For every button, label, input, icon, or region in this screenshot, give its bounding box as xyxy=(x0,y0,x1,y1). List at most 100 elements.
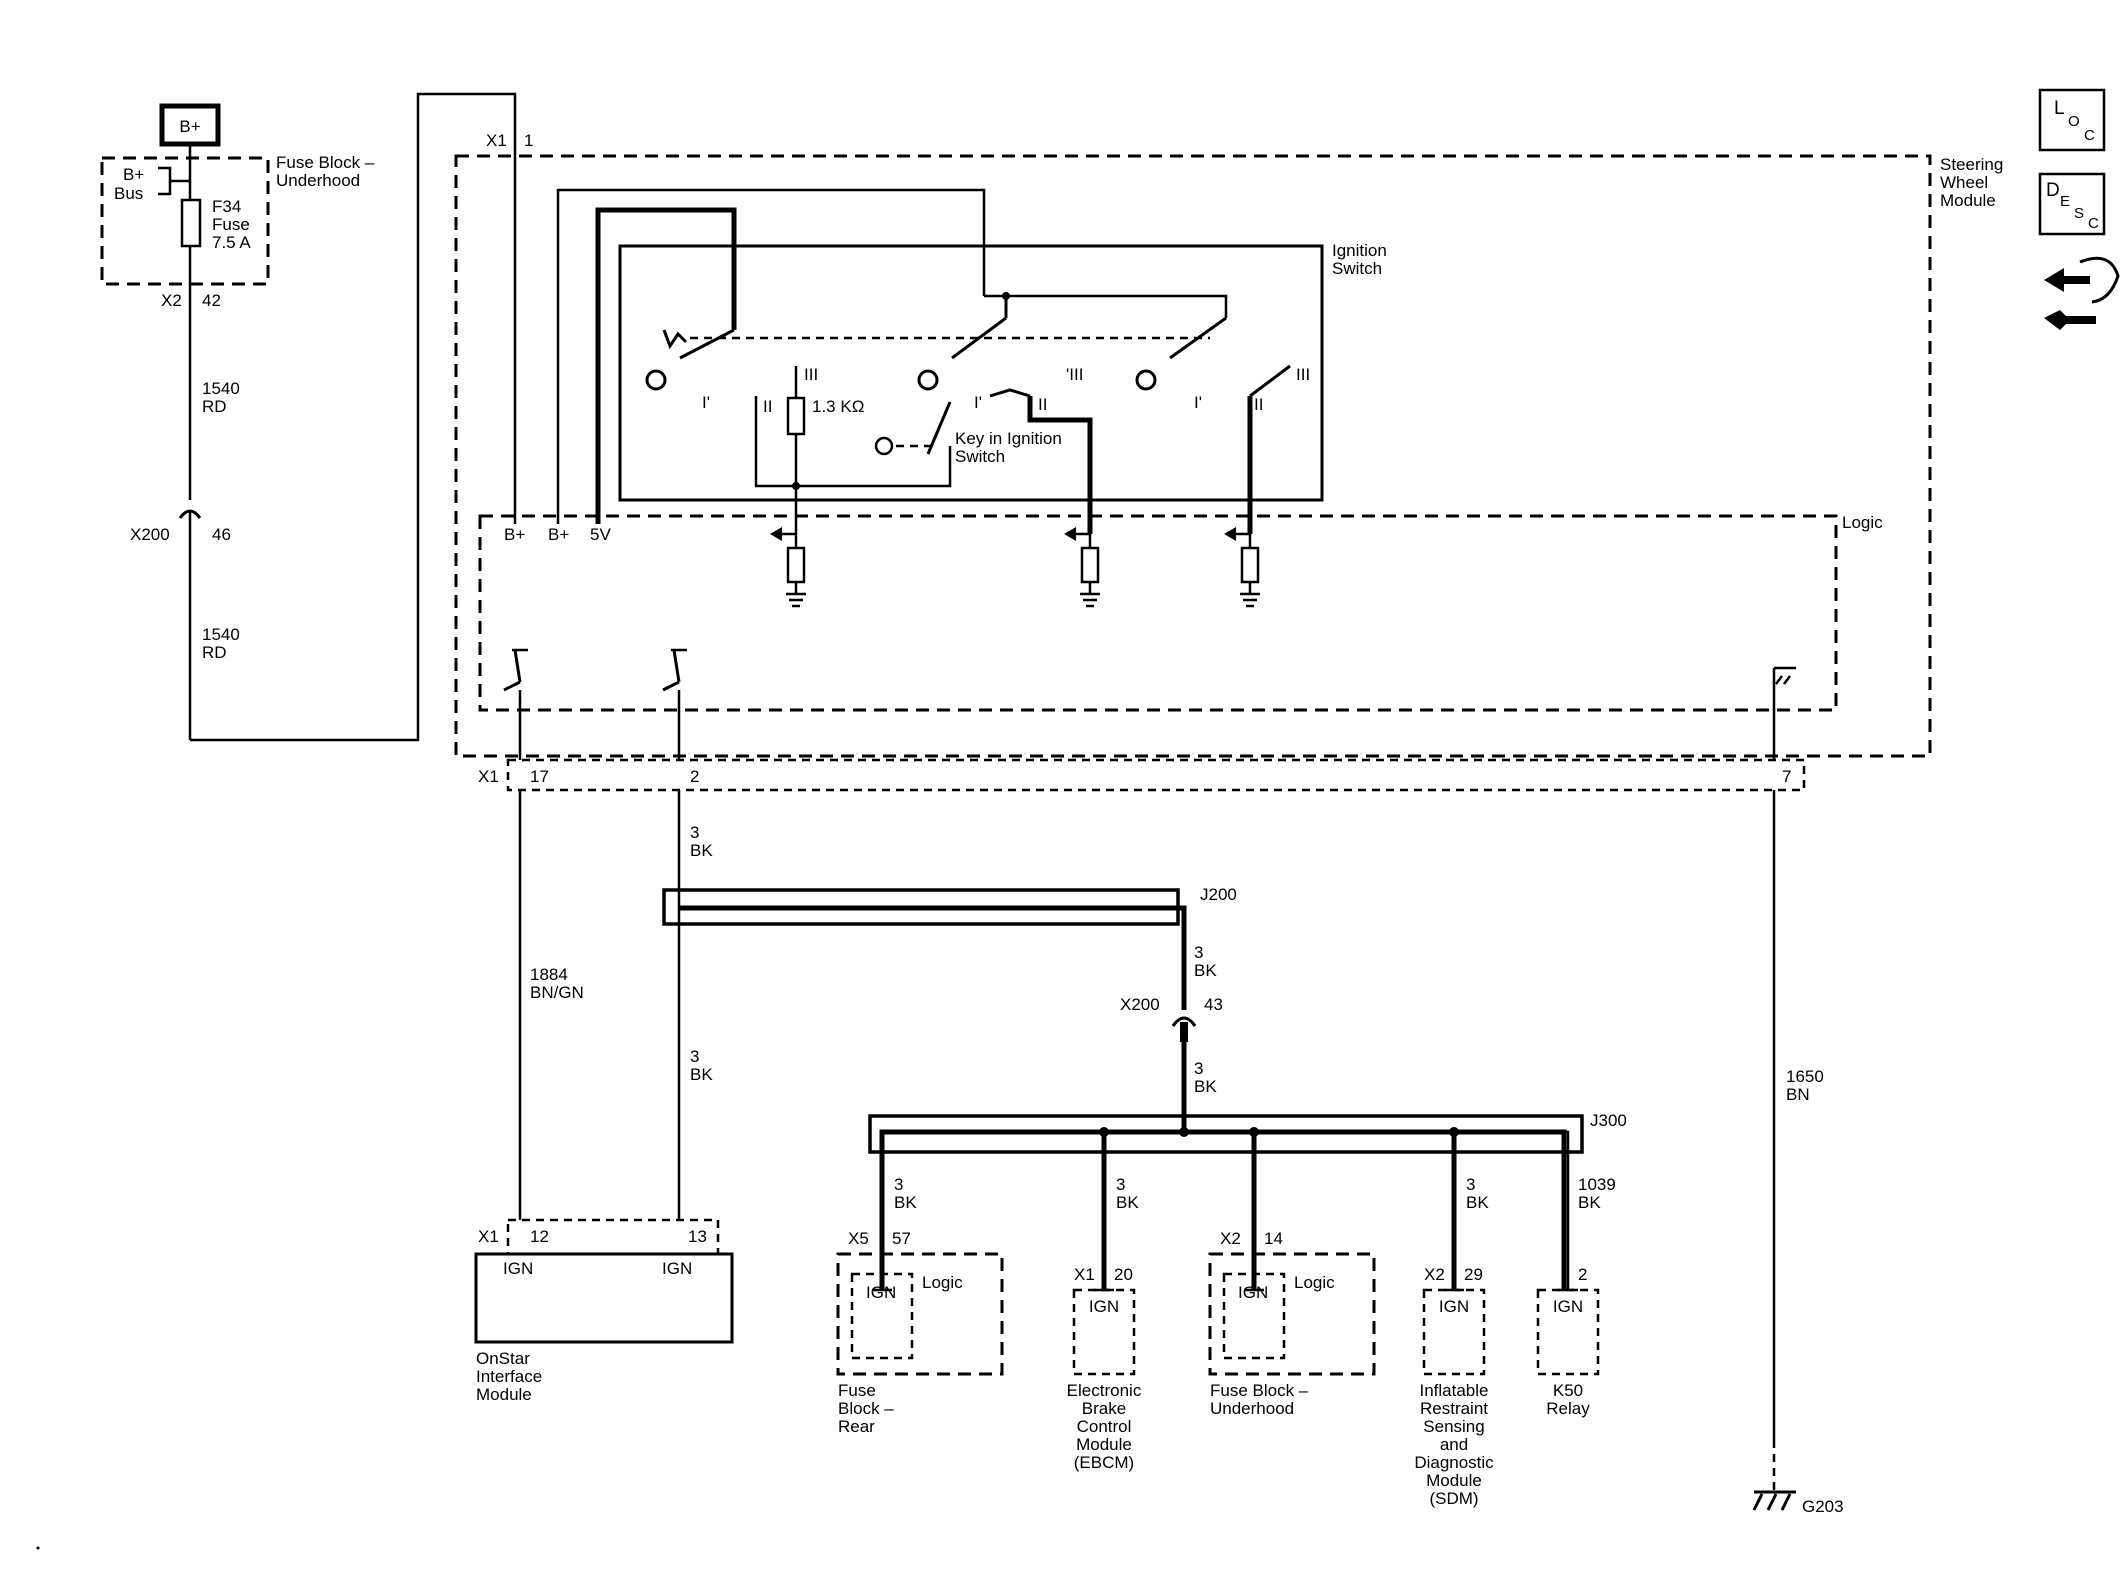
svg-text:E: E xyxy=(2060,193,2070,210)
fbr-logic: Logic xyxy=(922,1273,963,1292)
k50-name-2: Relay xyxy=(1546,1399,1590,1418)
fuse-block-underhood-load xyxy=(1208,1252,1376,1376)
onstar-connector: X1 xyxy=(478,1227,499,1246)
wire-3bk-ebcm-color: BK xyxy=(1116,1193,1139,1212)
ebcm-name-4: Module xyxy=(1076,1435,1132,1454)
switch-contact-3-icon xyxy=(1135,369,1157,391)
x200-lower-name: X200 xyxy=(1120,995,1160,1014)
svg-text:S: S xyxy=(2074,205,2084,222)
fuse-block-underhood-title-2: Underhood xyxy=(276,171,360,190)
swm-x1-bottom-connector xyxy=(506,758,1806,792)
ebcm-connector: X1 xyxy=(1074,1265,1095,1284)
onstar-name-2: Interface xyxy=(476,1367,542,1386)
j300-splice-box xyxy=(868,1114,1584,1154)
sdm-name-2: Restraint xyxy=(1420,1399,1488,1418)
wire-3bk-fbr-color: BK xyxy=(894,1193,917,1212)
pos-label-9: III xyxy=(1296,365,1310,384)
wire-3bk-fbr-circuit: 3 xyxy=(894,1175,903,1194)
x200-upper-pin: 46 xyxy=(212,525,231,544)
ebcm-name-1: Electronic xyxy=(1067,1381,1142,1400)
onstar-pin-13: 13 xyxy=(688,1227,707,1246)
location-icon[interactable]: L O C xyxy=(2038,88,2106,152)
fbr-name-1: Fuse xyxy=(838,1381,876,1400)
x200-lower-connector-icon xyxy=(1171,1016,1197,1027)
ebcm-name-5: (EBCM) xyxy=(1074,1453,1134,1472)
logic-input-bplus-1: B+ xyxy=(504,525,525,544)
fuse-name: F34 xyxy=(212,197,241,216)
onstar-ign-1: IGN xyxy=(503,1259,533,1278)
wire-3bk-ebcm-circuit: 3 xyxy=(1116,1175,1125,1194)
onstar-ign-2: IGN xyxy=(662,1259,692,1278)
input-sense-2 xyxy=(1064,527,1100,608)
description-icon[interactable]: D E S C xyxy=(2038,172,2106,236)
fuse-rating: 7.5 A xyxy=(212,233,251,252)
ebcm-pin: 20 xyxy=(1114,1265,1133,1284)
k50-name-1: K50 xyxy=(1553,1381,1583,1400)
swm-title-1: Steering xyxy=(1940,155,2003,174)
sdm-load xyxy=(1422,1288,1486,1376)
ebcm-ign: IGN xyxy=(1089,1297,1119,1316)
ignition-switch-title-2: Switch xyxy=(1332,259,1382,278)
sdm-name-3: Sensing xyxy=(1423,1417,1484,1436)
output-switch-2-icon xyxy=(662,648,687,760)
svg-text:C: C xyxy=(2088,215,2099,232)
sdm-name-7: (SDM) xyxy=(1429,1489,1478,1508)
output-switch-1-icon xyxy=(503,648,528,760)
wire-3bk-b-circuit: 3 xyxy=(690,1047,699,1066)
wire-3bk-a-circuit: 3 xyxy=(690,823,699,842)
onstar-pin-12: 12 xyxy=(530,1227,549,1246)
ground-label: G203 xyxy=(1802,1497,1844,1516)
wire-3bk-d-circuit: 3 xyxy=(1194,1059,1203,1078)
fbu-logic: Logic xyxy=(1294,1273,1335,1292)
wire-1650-color: BN xyxy=(1786,1085,1810,1104)
fbr-name-2: Block – xyxy=(838,1399,894,1418)
wire-3bk-a-color: BK xyxy=(690,841,713,860)
k50-pin: 2 xyxy=(1578,1265,1587,1284)
svg-text:D: D xyxy=(2046,180,2060,201)
wire-3bk-c-circuit: 3 xyxy=(1194,943,1203,962)
wire-1540-color-b: RD xyxy=(202,643,227,662)
wire-3bk-c-color: BK xyxy=(1194,961,1217,980)
svg-text:O: O xyxy=(2068,113,2080,130)
key-switch-contact-icon xyxy=(874,436,894,456)
ground-g203-icon xyxy=(1752,1490,1796,1511)
onstar-name-1: OnStar xyxy=(476,1349,530,1368)
fuse-block-rear-load xyxy=(836,1252,1004,1376)
wire-3bk-b-color: BK xyxy=(690,1065,713,1084)
fbu-pin: 14 xyxy=(1264,1229,1283,1248)
wire-1039-circuit: 1039 xyxy=(1578,1175,1616,1194)
steering-wheel-module-box xyxy=(454,154,1932,758)
fuse-label: Fuse xyxy=(212,215,250,234)
wire-1540-circuit-a: 1540 xyxy=(202,379,240,398)
wire-1650-circuit: 1650 xyxy=(1786,1067,1824,1086)
sdm-name-5: Diagnostic xyxy=(1414,1453,1494,1472)
pos-label-3: III xyxy=(804,365,818,384)
swm-title-3: Module xyxy=(1940,191,1996,210)
onstar-module-box xyxy=(474,1252,734,1344)
fbu-name-2: Underhood xyxy=(1210,1399,1294,1418)
j300-label: J300 xyxy=(1590,1111,1627,1130)
x2-connector-label: X2 xyxy=(161,291,182,310)
swm-logic-label: Logic xyxy=(1842,513,1883,532)
pos-label-2: II xyxy=(763,397,772,416)
fbu-connector: X2 xyxy=(1220,1229,1241,1248)
ebcm-load xyxy=(1072,1288,1136,1376)
wire-1039-color: BK xyxy=(1578,1193,1601,1212)
logic-ground-icon xyxy=(1772,666,1796,760)
b-plus-label: B+ xyxy=(179,117,200,136)
fbu-ign: IGN xyxy=(1238,1283,1268,1302)
swm-pin-17: 17 xyxy=(530,767,549,786)
pos-label-6: II xyxy=(1038,395,1047,414)
fbr-connector: X5 xyxy=(848,1229,869,1248)
swm-pin-2: 2 xyxy=(690,767,699,786)
input-sense-3 xyxy=(1224,527,1260,608)
wire-1884-color: BN/GN xyxy=(530,983,584,1002)
pos-label-4: I' xyxy=(974,393,982,412)
pos-label-7: I' xyxy=(1194,393,1202,412)
service-connector-wrench-icon[interactable] xyxy=(2044,256,2120,330)
swm-bottom-connector: X1 xyxy=(478,767,499,786)
switch-linkage-icon xyxy=(662,329,688,350)
wire-3bk-sdm-circuit: 3 xyxy=(1466,1175,1475,1194)
input-sense-1 xyxy=(770,526,806,608)
logic-input-bplus-2: B+ xyxy=(548,525,569,544)
